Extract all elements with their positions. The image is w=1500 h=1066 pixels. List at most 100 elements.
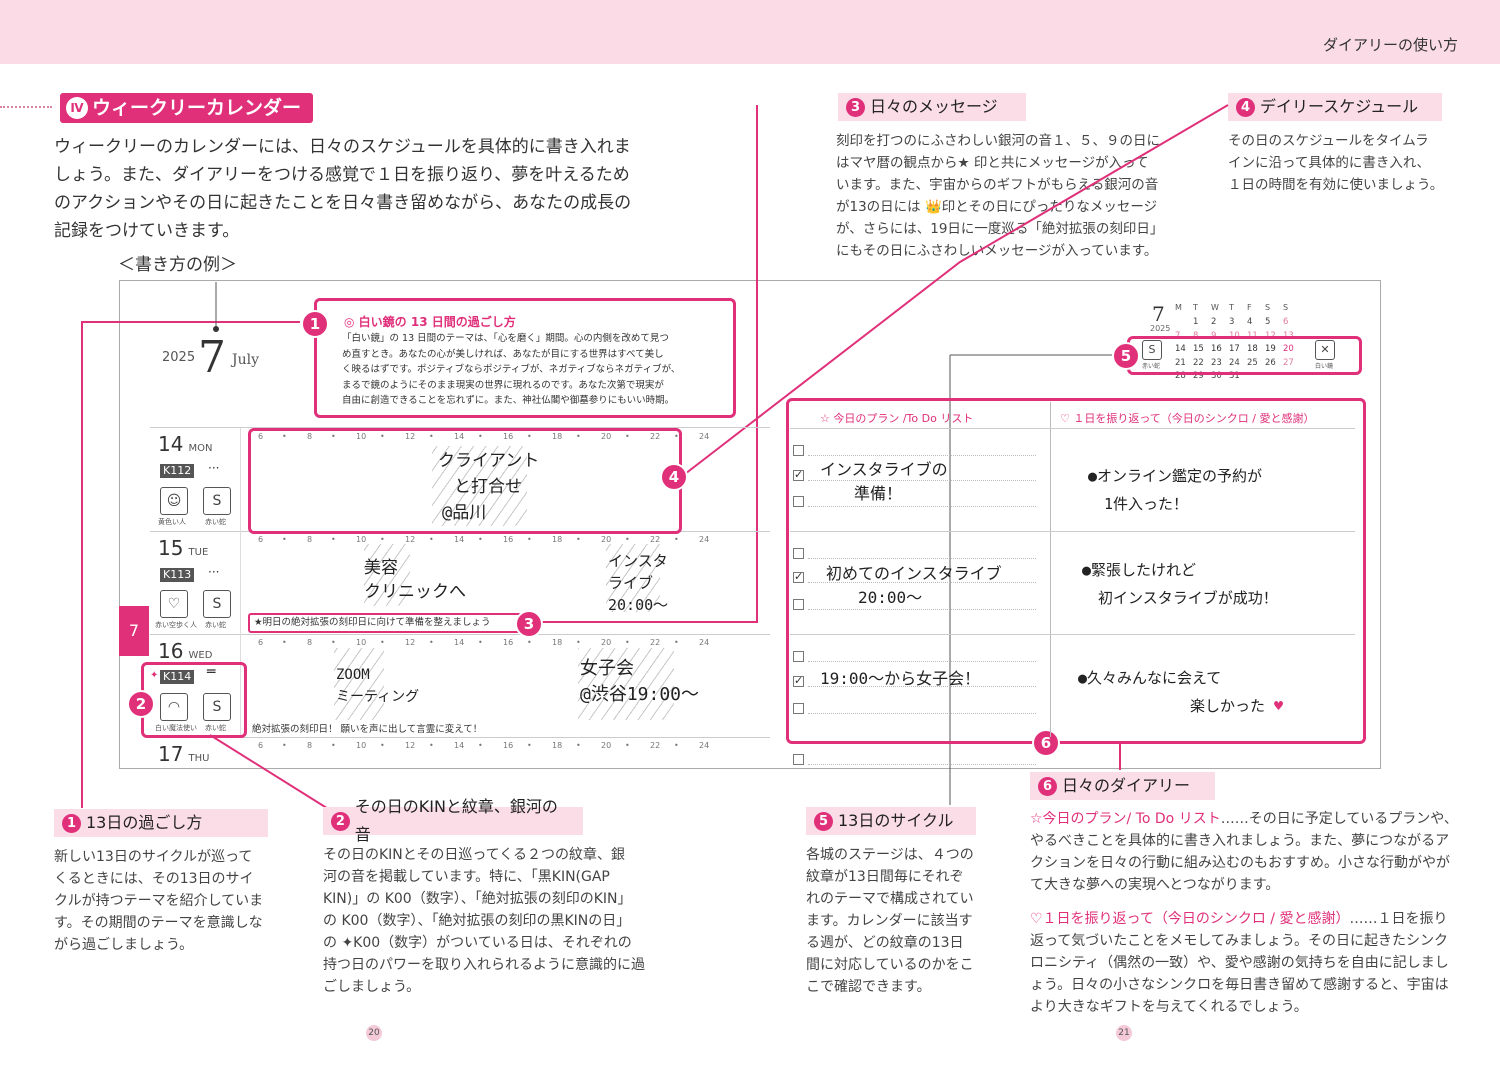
tick-dot: • (380, 535, 385, 544)
row-divider (150, 634, 770, 635)
todo-checkbox[interactable] (793, 548, 804, 559)
mini-dow: W (1211, 303, 1219, 312)
mini-day: 13 (1283, 330, 1294, 341)
hour-tick: 14 (454, 741, 465, 750)
todo-checkbox[interactable]: ✓ (793, 468, 804, 481)
desc-body: ……その日に予定しているプランや、やるべきことを具体的に書き入れましょう。また、… (1030, 811, 1458, 893)
hour-tick: 16 (503, 535, 514, 544)
review-header: ♡ １日を振り返って（今日のシンクロ / 愛と感謝） (1060, 412, 1315, 425)
tick-dot: • (576, 741, 581, 750)
calendar-month-en: July (232, 352, 260, 368)
todo-line (808, 686, 1036, 687)
mini-dow: T (1193, 303, 1198, 312)
callout-2: 2 (127, 690, 155, 718)
desc-daily-message: 刻印を打つのにふさわしい銀河の音１、５、９の日に はマヤ暦の観点から★ 印と共に… (836, 130, 1196, 262)
hour-tick: 12 (405, 741, 416, 750)
hand-line: と打合せ (454, 477, 522, 497)
hand-line: 女子会 (580, 658, 634, 679)
desc-line: こで確認できます。 (806, 979, 931, 995)
todo-checkbox[interactable]: ✓ (793, 570, 804, 583)
white-wizard-icon: ◠ (160, 693, 188, 721)
desc-head: ☆今日のプラン/ To Do リスト (1030, 811, 1221, 827)
mini-day: 28 (1175, 371, 1186, 381)
todo-checkbox[interactable] (793, 703, 804, 714)
todo-line (808, 764, 1036, 765)
todo-checkbox[interactable] (793, 599, 804, 610)
diary-header-line (790, 428, 1355, 429)
desc-line: 持つ日のパワーを取り入れられるように意識的に過 (323, 957, 645, 973)
plan-header: ☆ 今日のプラン /To Do リスト (820, 412, 974, 425)
hour-tick: 20 (601, 535, 612, 544)
mini-day: 12 (1265, 330, 1276, 341)
intro-line: 記録をつけていきます。 (54, 221, 240, 241)
hand-line: 20:00〜 (608, 596, 669, 614)
hand-line: 1件入った！ (1104, 495, 1189, 513)
hour-tick: 10 (356, 741, 367, 750)
hour-tick: 22 (650, 535, 661, 544)
desc-daily-schedule: その日のスケジュールをタイムラ インに沿って具体的に書き入れ、 １日の時間を有効… (1228, 130, 1468, 196)
desc-line: がら過ごしましょう。 (54, 937, 194, 953)
heart-icon: ♥ (1274, 697, 1284, 715)
todo-checkbox[interactable] (793, 496, 804, 507)
todo-line (808, 455, 1036, 456)
todo-checkbox[interactable]: ✓ (793, 674, 804, 687)
hour-tick: 6 (258, 432, 264, 441)
hour-tick: 20 (601, 638, 612, 647)
todo-line (808, 713, 1036, 714)
theme-line: め直すとき。あなたの心が美しければ、あなたが目にする世界はすべて美し (342, 348, 664, 360)
desc-line: る週が、どの紋章の13日 (806, 935, 964, 951)
theme-title: ◎ 白い鏡の 13 日間の過ごし方 (344, 313, 516, 330)
tick-dot: • (429, 432, 434, 441)
hatch-block (334, 648, 384, 720)
tick-dot: • (282, 638, 287, 647)
tick-dot: • (527, 638, 532, 647)
red-skywalker-icon: ♡ (160, 590, 188, 618)
hand-line: ZOOM (336, 667, 370, 683)
mini-day: 18 (1247, 344, 1258, 354)
hand-line: 美容 (364, 558, 398, 578)
label-title: 日々のダイアリー (1062, 776, 1191, 795)
todo-checkbox[interactable] (793, 754, 804, 765)
todo-checkbox[interactable] (793, 651, 804, 662)
todo-checkbox[interactable] (793, 445, 804, 456)
theme-line: 自由に創造できることを忘れずに。また、神社仏閣や御墓参りにもいい時期。 (342, 395, 675, 406)
hour-tick: 16 (503, 638, 514, 647)
number-badge: 6 (1038, 776, 1057, 796)
hand-line: 初インスタライブが成功！ (1098, 589, 1278, 607)
hand-line: 準備！ (854, 484, 903, 503)
hour-tick: 16 (503, 432, 514, 441)
dotted-rule (0, 106, 52, 108)
theme-title-text: 白い鏡の 13 日間の過ごし方 (358, 315, 516, 329)
tick-dot: • (576, 638, 581, 647)
intro-line: のアクションやその日に起きたことを日々書き留めながら、あなたの成長の (54, 193, 632, 213)
mini-day: 29 (1193, 371, 1204, 381)
hand-line: 楽しかった (1190, 697, 1266, 715)
mini-day: 7 (1175, 330, 1181, 341)
hour-tick: 8 (307, 638, 313, 647)
mini-dow: T (1229, 303, 1234, 312)
desc-body: ……１日を振り返って気づいたことをメモしてみましょう。その日に起きたシンクロニシ… (1030, 911, 1449, 1015)
tick-dot: • (429, 741, 434, 750)
roman-numeral: Ⅳ (66, 97, 88, 119)
desc-line: 紋章が13日間毎にそれぞ (806, 869, 964, 885)
tick-dot: • (429, 638, 434, 647)
desc-kin-glyph: その日のKINとその日巡ってくる２つの紋章、銀 河の音を掲載しています。特に、「… (323, 844, 673, 998)
hour-tick: 12 (405, 535, 416, 544)
glyph-caption: 白い魔法使い (155, 724, 197, 732)
tick-dot: • (527, 432, 532, 441)
hand-line: 20:00〜 (858, 588, 923, 607)
tick-dot: • (331, 432, 336, 441)
label-13day-guide: 1 13日の過ごし方 (54, 809, 268, 837)
desc-line: ます。カレンダーに該当す (806, 913, 973, 929)
mini-day: 3 (1229, 317, 1235, 327)
desc-line: れのテーマで構成されてい (806, 891, 974, 907)
number-badge: 2 (331, 811, 350, 831)
tick-dot: • (625, 741, 630, 750)
tick-dot: • (625, 638, 630, 647)
number-badge: 5 (814, 811, 833, 831)
todo-15: 初めてのインスタライブ 20:00〜 (826, 562, 1002, 610)
mini-day: 21 (1175, 357, 1186, 368)
todo-line (808, 609, 1036, 610)
mini-day: 16 (1211, 344, 1222, 354)
